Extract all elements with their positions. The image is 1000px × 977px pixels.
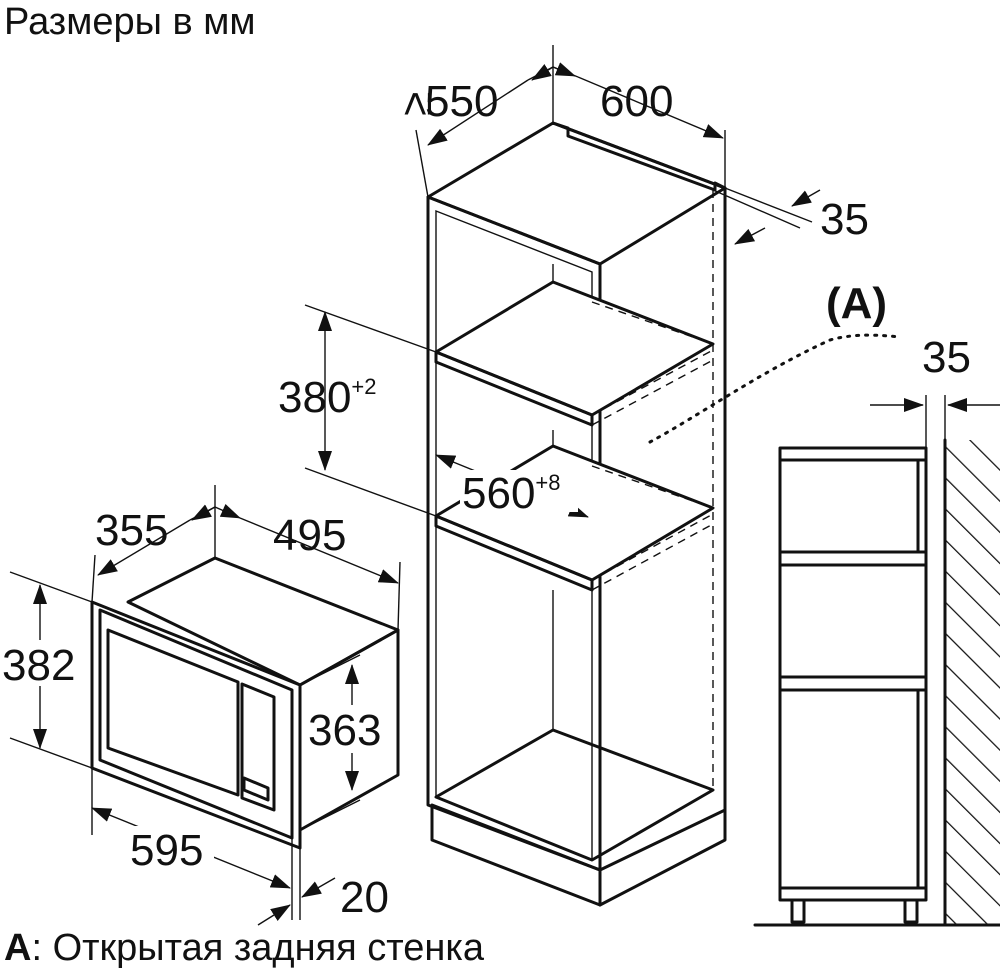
niche-height-label: 380+2 (278, 373, 377, 422)
cabinet-foot-left (790, 898, 806, 924)
cabinet-plinth (430, 803, 602, 907)
side-section-detail: 35 (A) (648, 279, 1000, 927)
wall-gap-label: 35 (922, 333, 971, 382)
width-arrow (577, 76, 724, 139)
microwave-width-label: 495 (273, 511, 346, 560)
upper-shelf (434, 280, 715, 417)
min-depth-ge-symbol: ≥ (392, 92, 441, 116)
callout-a-label: (A) (826, 279, 887, 328)
cabinet-side-profile (778, 446, 928, 902)
callout-leader-dotted (648, 333, 902, 444)
min-depth-value: 550 (425, 77, 498, 126)
footnote: A: Открытая задняя стенка (4, 927, 485, 969)
microwave-front-width-label: 595 (130, 826, 203, 875)
back-gap-label: 35 (820, 195, 869, 244)
microwave-height-label: 382 (2, 641, 75, 690)
page-title: Размеры в мм (4, 1, 255, 43)
min-depth-arrow (427, 79, 529, 146)
microwave-dimensions: 355 495 382 363 595 20 (0, 503, 399, 926)
cabinet-bottom (434, 728, 715, 862)
min-depth-label: 550 (425, 77, 498, 126)
microwave-front-thickness-label: 20 (340, 873, 389, 922)
microwave-body-height-label: 363 (308, 706, 381, 755)
width-label: 600 (600, 77, 673, 126)
microwave-display (242, 776, 270, 802)
cabinet-top (426, 121, 727, 266)
cabinet-dimensions: ≥ 550 600 35 380+2 560+8 (278, 62, 869, 518)
niche-width-label: 560+8 (462, 469, 561, 518)
wall-hatching (945, 440, 1000, 925)
cabinet-foot-right (903, 898, 919, 924)
microwave-unit (9, 485, 401, 920)
microwave-depth-label: 355 (95, 506, 168, 555)
microwave-door-window (106, 628, 240, 797)
